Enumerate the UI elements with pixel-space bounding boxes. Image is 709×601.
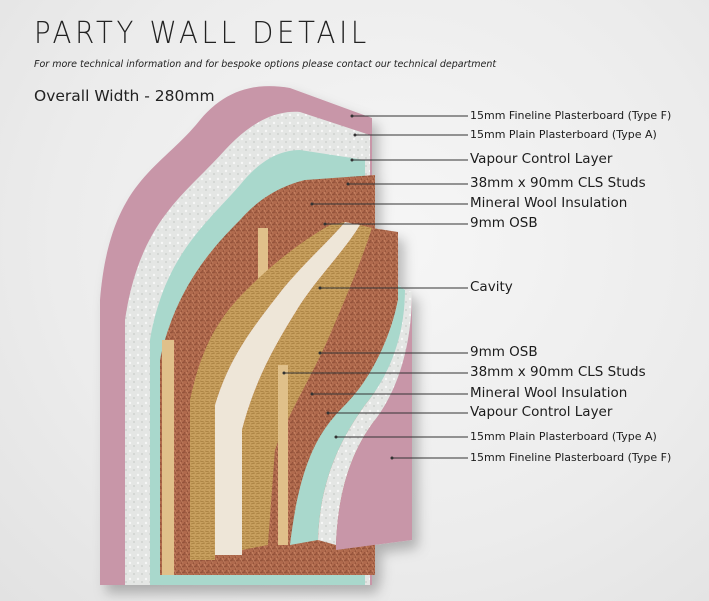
leader-dot	[318, 351, 322, 355]
osb-left	[190, 222, 345, 560]
leader-dot	[323, 222, 327, 226]
mineral-wool-right	[268, 228, 398, 545]
stud-upper	[258, 228, 268, 298]
callout-fineline-plasterboard-top: 15mm Fineline Plasterboard (Type F)	[470, 109, 672, 122]
callout-mineral-wool-top: Mineral Wool Insulation	[470, 195, 628, 211]
leader-dot	[318, 286, 322, 290]
callout-vapour-control-top: Vapour Control Layer	[470, 151, 613, 167]
leader-dot	[350, 158, 354, 162]
leader-dot	[310, 392, 314, 396]
callout-osb-bottom: 9mm OSB	[470, 344, 538, 360]
callout-cls-studs-top: 38mm x 90mm CLS Studs	[470, 175, 646, 191]
osb-right	[242, 225, 372, 550]
leader-dot	[282, 371, 286, 375]
callout-osb-top: 9mm OSB	[470, 215, 538, 231]
callout-mineral-wool-bottom: Mineral Wool Insulation	[470, 385, 628, 401]
leader-dot	[346, 182, 350, 186]
page-title: PARTY WALL DETAIL	[34, 16, 370, 51]
cavity-gap	[215, 222, 360, 555]
subtitle: For more technical information and for b…	[34, 59, 497, 70]
fineline-plasterboard-right	[336, 292, 412, 550]
callout-fineline-plasterboard-bottom: 15mm Fineline Plasterboard (Type F)	[470, 451, 672, 464]
callout-cls-studs-bottom: 38mm x 90mm CLS Studs	[470, 364, 646, 380]
callout-vapour-control-bottom: Vapour Control Layer	[470, 404, 613, 420]
stud-lower	[278, 365, 288, 545]
callout-plain-plasterboard-top: 15mm Plain Plasterboard (Type A)	[470, 128, 657, 141]
leader-dot	[353, 133, 357, 137]
stud-left	[162, 340, 174, 575]
callout-cavity: Cavity	[470, 279, 513, 295]
leader-dot	[334, 435, 338, 439]
overall-width-label: Overall Width - 280mm	[34, 87, 215, 105]
leader-dot	[350, 114, 354, 118]
callout-plain-plasterboard-bottom: 15mm Plain Plasterboard (Type A)	[470, 430, 657, 443]
vapour-control-layer-right	[290, 285, 405, 545]
leader-dot	[310, 202, 314, 206]
leader-dot	[326, 411, 330, 415]
leader-dot	[390, 456, 394, 460]
plain-plasterboard-right	[318, 290, 412, 545]
